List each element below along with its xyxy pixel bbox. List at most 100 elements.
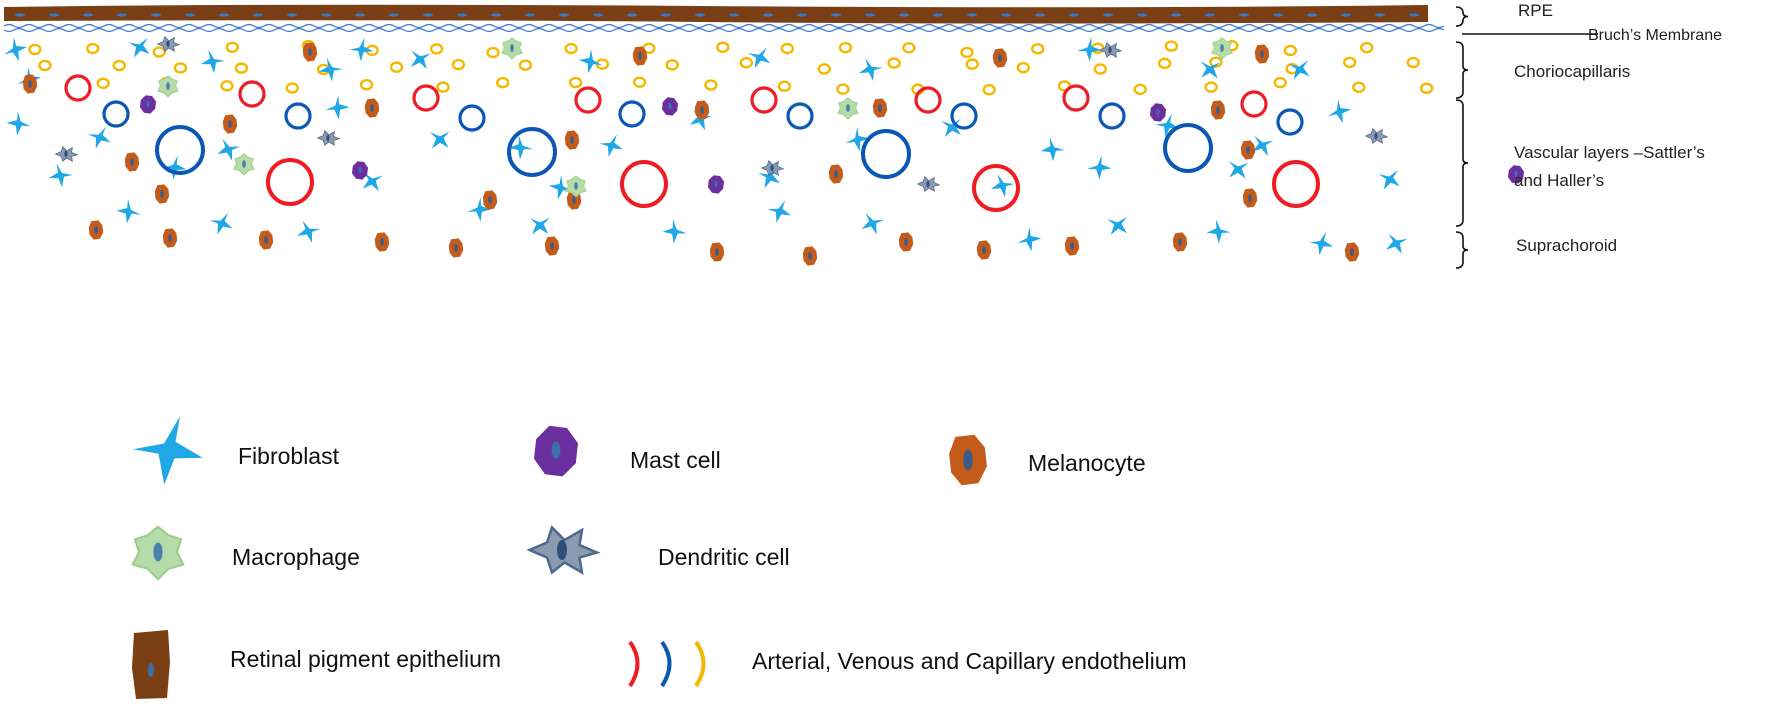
fibroblast-cell <box>1040 137 1065 162</box>
capillary-vessel <box>436 81 450 93</box>
fibroblast-cell <box>1327 99 1352 124</box>
dendritic-cell-icon <box>526 525 601 575</box>
artery-small <box>574 86 602 114</box>
venous-endothelium-arc <box>660 640 672 688</box>
arterial-vessels <box>64 74 1320 212</box>
fibroblast-cell <box>1206 219 1231 244</box>
dendritic-cell <box>156 36 181 52</box>
mast-cell <box>1508 165 1524 184</box>
capillary-vessel <box>38 59 52 72</box>
capillary-vessel <box>285 82 299 94</box>
capillary-vessel <box>496 76 510 89</box>
dendritic-cell <box>54 146 79 162</box>
vein-small <box>950 102 978 130</box>
fibroblast-cell <box>297 220 321 243</box>
arterial-endothelium-arc <box>628 640 640 688</box>
layer-label-choriocapillaris: Choriocapillaris <box>1514 62 1631 81</box>
capillary-vessel <box>234 62 249 74</box>
fibroblast-cell <box>1386 233 1408 254</box>
fibroblast-cell <box>990 174 1015 198</box>
rpe-nucleus <box>559 13 569 17</box>
capillary-vessel <box>1016 61 1031 74</box>
fibroblast-cell <box>467 197 492 222</box>
capillary-vessel <box>1093 63 1108 75</box>
melanocyte-cell <box>976 240 992 260</box>
macrophage-cell <box>837 97 859 120</box>
melanocyte-cell <box>872 98 888 118</box>
fibroblast-cell <box>1155 113 1180 138</box>
vein-small <box>284 102 312 130</box>
capillary-vessel <box>225 41 240 53</box>
melanocyte-cell <box>482 190 498 210</box>
rpe-nucleus <box>729 13 739 17</box>
capillary-vessel <box>1157 57 1172 70</box>
dendritic-cells <box>54 36 1389 192</box>
artery-small <box>238 80 266 108</box>
artery-large <box>266 158 314 206</box>
vein-large <box>861 129 911 179</box>
capillary-endothelium-arc <box>694 640 706 688</box>
melanocyte-cell <box>802 246 818 266</box>
mast-cell <box>140 95 156 114</box>
rpe-nucleus <box>661 13 671 17</box>
melanocyte-cell <box>364 98 380 118</box>
capillary-vessel <box>780 42 794 55</box>
melanocyte-cell <box>828 164 844 184</box>
rpe-nucleus <box>321 13 331 17</box>
fibroblast-cell <box>200 49 225 74</box>
rpe-nucleus <box>967 13 977 17</box>
rpe-nucleus <box>287 13 297 17</box>
vein-small <box>618 100 646 128</box>
melanocyte-cell <box>1344 242 1360 262</box>
capillary-vessel <box>887 57 901 69</box>
fibroblast-cell <box>529 217 550 235</box>
rpe-nucleus <box>1205 13 1215 17</box>
rpe-nucleus <box>151 13 161 17</box>
fibroblast-cell <box>1252 135 1274 156</box>
artery-small <box>412 84 440 112</box>
legend-label-melanocyte: Melanocyte <box>1028 450 1146 476</box>
mast-cells <box>140 95 1524 194</box>
fibroblast-cell <box>325 95 350 120</box>
melanocyte-cell <box>154 184 170 204</box>
fibroblast-cell <box>209 212 233 235</box>
rpe-nucleus <box>865 13 875 17</box>
fibroblast-cell <box>1228 161 1249 179</box>
melanocyte-cell <box>709 242 725 262</box>
melanocyte-cell <box>302 42 318 62</box>
fibroblast-cell <box>599 134 623 157</box>
rpe-nucleus <box>49 13 59 17</box>
fibroblast-cells <box>4 37 1408 256</box>
rpe-nucleus <box>83 13 93 17</box>
layer-label-vascular-line2: and Haller’s <box>1514 171 1605 190</box>
melanocyte-cell <box>22 74 38 94</box>
capillary-vessel <box>96 77 110 90</box>
rpe-nucleus <box>525 13 535 17</box>
capillary-vessel <box>220 80 234 92</box>
capillary-vessel <box>838 41 853 54</box>
fibroblast-cell <box>1288 60 1310 80</box>
artery-large <box>1272 160 1320 208</box>
vein-small <box>458 104 486 132</box>
capillary-vessel <box>1352 81 1366 93</box>
macrophage-cell <box>501 37 523 60</box>
capillary-vessel <box>564 42 578 55</box>
fibroblast-cell <box>858 58 883 82</box>
fibroblast-cell <box>349 37 374 62</box>
melanocyte-cell <box>1172 232 1188 252</box>
melanocyte-cell <box>544 236 560 256</box>
layer-label-vascular-line1: Vascular layers –Sattler’s <box>1514 143 1705 162</box>
macrophage-cell <box>157 75 179 98</box>
capillary-vessel <box>665 59 679 71</box>
mast-cell <box>352 161 368 180</box>
melanocyte-cell <box>1064 236 1080 256</box>
dendritic-cell <box>916 176 941 192</box>
rpe-nucleus <box>389 13 399 17</box>
mast-cell <box>708 175 724 194</box>
dendritic-cell <box>1364 128 1389 144</box>
capillary-vessel <box>777 80 792 92</box>
melanocyte-cell <box>258 230 274 250</box>
melanocyte-cell <box>1254 44 1270 64</box>
mast-cell <box>1150 103 1166 122</box>
